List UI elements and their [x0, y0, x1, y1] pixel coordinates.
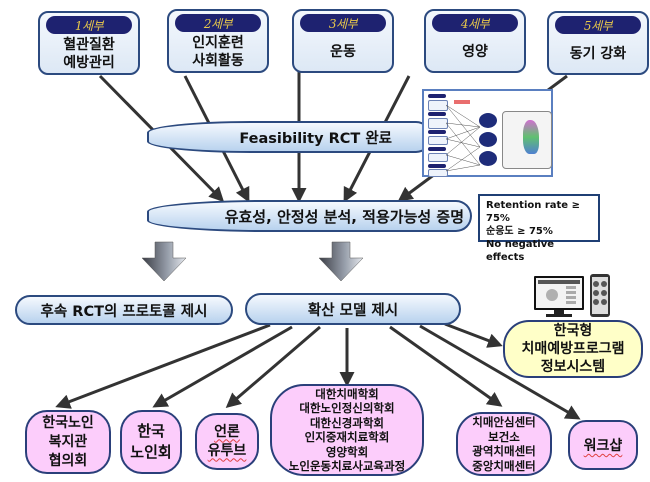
target-senior-association: 한국 노인회 — [120, 410, 182, 474]
work-package-2: 2세부 인지훈련 사회활동 — [167, 9, 269, 73]
thumb-wp-box — [428, 153, 448, 162]
work-package-1: 1세부 혈관질환 예방관리 — [38, 11, 140, 75]
thumb-wp-tag — [428, 112, 446, 116]
thumb-wp-box — [428, 169, 448, 177]
work-package-tag: 4세부 — [432, 14, 518, 32]
target-label: 치매안심센터 보건소 광역치매센터 중앙치매센터 — [472, 415, 536, 473]
thumb-group-node — [479, 113, 497, 128]
down-arrow-diffusion — [318, 241, 364, 282]
info-system-box: 한국형 치매예방프로그램 정보시스템 — [503, 320, 643, 378]
feasibility-banner: Feasibility RCT 완료 — [147, 121, 432, 153]
efficacy-banner: 유효성, 안정성 분석, 적용가능성 증명 — [147, 200, 472, 232]
diffusion-model-label: 확산 모델 제시 — [307, 302, 399, 319]
feasibility-banner-label: Feasibility RCT 완료 — [239, 130, 392, 147]
criteria-adherence: 순응도 ≥ 75% — [486, 226, 553, 237]
target-label: 한국 노인회 — [130, 422, 172, 461]
info-system-label: 한국형 치매예방프로그램 정보시스템 — [521, 323, 625, 375]
connector-target-1 — [55, 323, 271, 409]
efficacy-banner-label: 유효성, 안정성 분석, 적용가능성 증명 — [224, 207, 464, 226]
work-package-name: 혈관질환 예방관리 — [63, 36, 115, 71]
connector-target-2 — [152, 325, 293, 408]
target-dementia-centers: 치매안심센터 보건소 광역치매센터 중앙치매센터 — [456, 412, 552, 476]
computer-and-phone-icon — [534, 274, 610, 317]
thumb-map-shape — [523, 120, 539, 154]
thumb-wp-box — [428, 118, 448, 129]
thumb-red-note — [454, 100, 470, 104]
thumb-wp-box — [428, 136, 448, 145]
work-package-4: 4세부 영양 — [424, 9, 526, 73]
success-criteria-box: Retention rate ≥ 75% 순응도 ≥ 75% No negati… — [478, 194, 600, 263]
work-package-tag: 5세부 — [555, 16, 641, 34]
target-academic-societies: 대한치매학회 대한노인정신의학회 대한신경과학회 인지중재치료학회 영양학회 노… — [270, 384, 424, 476]
thumb-group-node — [479, 151, 497, 166]
target-label: 언론 유투브 — [207, 423, 247, 459]
work-package-5: 5세부 동기 강화 — [547, 11, 649, 75]
thumb-wp-box — [428, 100, 448, 111]
thumb-wp-tag — [428, 147, 446, 151]
target-workshop: 워크샵 — [568, 420, 638, 470]
down-arrow-followup — [141, 241, 187, 282]
diffusion-model-banner: 확산 모델 제시 — [245, 293, 461, 325]
target-label: 한국노인 복지관 협의회 — [42, 414, 94, 469]
connector-info-system — [444, 322, 503, 348]
feasibility-design-thumbnail — [422, 89, 553, 177]
work-package-name: 운동 — [330, 43, 356, 60]
work-package-name: 인지훈련 사회활동 — [192, 34, 244, 69]
thumb-links — [446, 104, 481, 172]
target-label: 대한치매학회 대한노인정신의학회 대한신경과학회 인지중재치료학회 영양학회 노… — [288, 386, 406, 474]
criteria-retention: Retention rate ≥ 75% — [486, 200, 580, 224]
work-package-tag: 2세부 — [175, 14, 261, 32]
thumb-wp-tag — [428, 164, 446, 168]
followup-rct-label: 후속 RCT의 프로토콜 제시 — [40, 303, 208, 320]
work-package-3: 3세부 운동 — [292, 9, 394, 73]
connector-target-5 — [389, 325, 503, 407]
work-package-name: 동기 강화 — [569, 45, 627, 62]
target-label: 워크샵 — [583, 438, 623, 454]
criteria-safety: No negative effects — [486, 239, 555, 263]
work-package-tag: 3세부 — [300, 14, 386, 32]
target-media-youtube: 언론 유투브 — [195, 413, 259, 470]
thumb-korea-map — [502, 111, 552, 169]
connector-target-3 — [225, 325, 321, 408]
target-senior-welfare-council: 한국노인 복지관 협의회 — [25, 410, 111, 474]
work-package-name: 영양 — [462, 43, 488, 60]
work-package-tag: 1세부 — [46, 16, 132, 34]
thumb-group-node — [479, 132, 497, 147]
thumb-wp-tag — [428, 94, 446, 98]
thumb-wp-tag — [428, 130, 446, 134]
followup-rct-banner: 후속 RCT의 프로토콜 제시 — [15, 295, 233, 325]
connector-target-6 — [419, 324, 581, 420]
